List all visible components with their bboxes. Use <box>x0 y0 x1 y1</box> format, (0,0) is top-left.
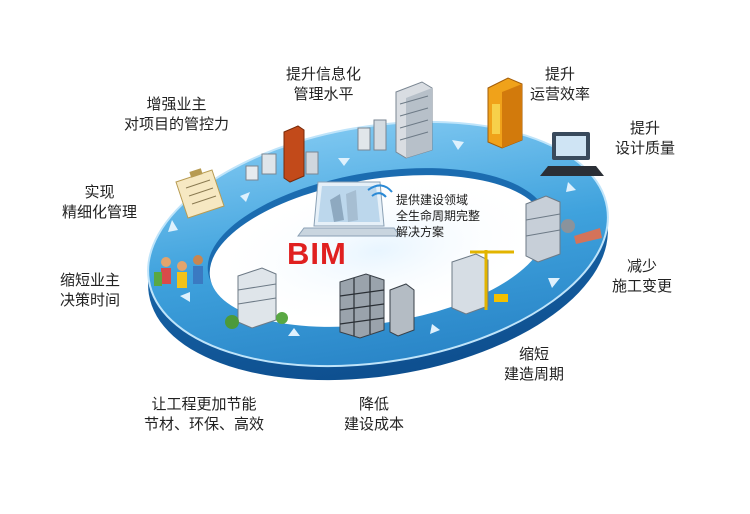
city-blocks-icon <box>245 125 319 183</box>
label-operation-efficiency: 提升 运营效率 <box>530 64 590 104</box>
label-line: 对项目的管控力 <box>124 115 230 133</box>
center-description: 提供建设领域 全生命周期完整 解决方案 <box>396 192 480 240</box>
label-construction-changes: 减少 施工变更 <box>612 256 672 296</box>
label-decision-time: 缩短业主 决策时间 <box>60 270 120 310</box>
computer-workstation-icon <box>540 132 604 176</box>
people-group-icon <box>154 255 203 288</box>
label-line: 决策时间 <box>60 291 121 309</box>
construction-tower-icon <box>525 195 602 263</box>
label-construction-cost: 降低 建设成本 <box>344 394 404 434</box>
label-line: 提升 <box>545 65 576 83</box>
server-blocks-icon <box>357 119 387 151</box>
label-refined-management: 实现 精细化管理 <box>62 182 137 222</box>
label-line: 建造周期 <box>504 365 565 383</box>
label-line: 运营效率 <box>530 85 591 103</box>
steel-frame-icon <box>339 273 415 339</box>
clipboard-checklist-icon <box>175 168 225 219</box>
label-line: 降低 <box>359 395 390 413</box>
label-line: 精细化管理 <box>62 203 138 221</box>
center-note-line: 提供建设领域 <box>396 193 469 207</box>
label-green-efficiency: 让工程更加节能 节材、环保、高效 <box>144 394 264 434</box>
label-line: 减少 <box>627 257 658 275</box>
label-line: 提升 <box>630 119 661 137</box>
energy-building-icon <box>487 77 523 149</box>
label-line: 建设成本 <box>344 415 405 433</box>
laptop-bim-icon <box>297 181 401 237</box>
label-info-management: 提升信息化 管理水平 <box>286 64 361 104</box>
label-line: 实现 <box>84 183 115 201</box>
label-line: 让工程更加节能 <box>151 395 257 413</box>
office-tower-icon <box>395 81 433 159</box>
label-line: 施工变更 <box>612 277 673 295</box>
label-line: 提升信息化 <box>286 65 362 83</box>
label-construction-period: 缩短 建造周期 <box>504 344 564 384</box>
center-note-line: 全生命周期完整 <box>396 209 481 223</box>
label-owner-control: 增强业主 对项目的管控力 <box>124 94 229 134</box>
label-line: 节材、环保、高效 <box>144 415 265 433</box>
crane-site-icon <box>451 250 514 315</box>
label-line: 缩短业主 <box>60 271 121 289</box>
label-design-quality: 提升 设计质量 <box>615 118 675 158</box>
label-line: 缩短 <box>519 345 550 363</box>
green-building-icon <box>225 267 288 329</box>
label-line: 设计质量 <box>615 139 676 157</box>
center-note-line: 解决方案 <box>396 225 445 239</box>
bim-brand-title: BIM <box>287 236 347 271</box>
flow-arrows <box>168 140 576 336</box>
label-line: 管理水平 <box>293 85 354 103</box>
label-line: 增强业主 <box>146 95 207 113</box>
